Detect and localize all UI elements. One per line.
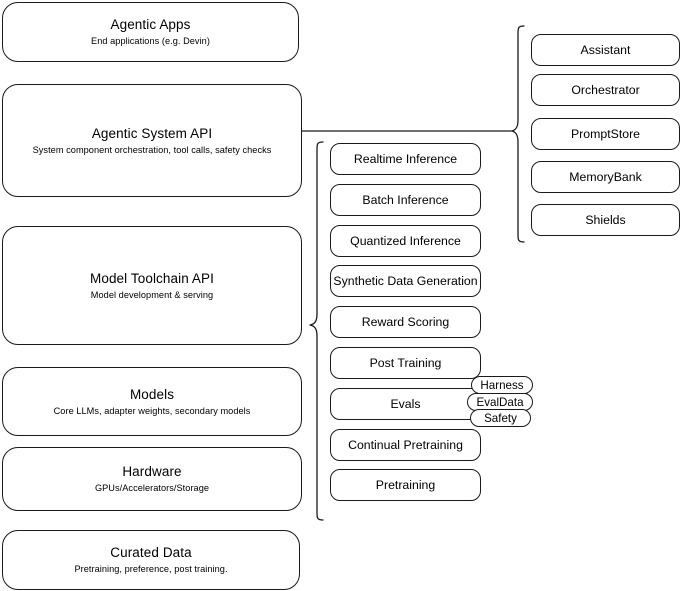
layer-hardware[interactable]: Hardware GPUs/Accelerators/Storage — [2, 447, 302, 511]
capability-label: Continual Pretraining — [348, 437, 463, 452]
layer-models[interactable]: Models Core LLMs, adapter weights, secon… — [2, 367, 302, 436]
component-label: Shields — [585, 212, 626, 227]
layer-subtitle: System component orchestration, tool cal… — [32, 144, 272, 155]
brace-system-components — [510, 24, 528, 244]
component-label: MemoryBank — [569, 169, 642, 184]
capability-quantized-inference[interactable]: Quantized Inference — [330, 225, 481, 257]
layer-curated-data[interactable]: Curated Data Pretraining, preference, po… — [2, 530, 300, 590]
component-label: Orchestrator — [571, 82, 640, 97]
layer-model-toolchain-api[interactable]: Model Toolchain API Model development & … — [2, 226, 302, 345]
layer-agentic-system-api[interactable]: Agentic System API System component orch… — [2, 84, 302, 197]
capability-evals[interactable]: Evals — [330, 388, 481, 420]
capability-label: Quantized Inference — [350, 233, 461, 248]
layer-subtitle: GPUs/Accelerators/Storage — [94, 483, 210, 493]
layer-title: Curated Data — [110, 545, 192, 560]
layer-title: Agentic System API — [91, 125, 213, 141]
layer-subtitle: Model development & serving — [90, 289, 214, 300]
layer-title: Model Toolchain API — [90, 270, 214, 286]
component-orchestrator[interactable]: Orchestrator — [531, 74, 680, 106]
capability-batch-inference[interactable]: Batch Inference — [330, 184, 481, 216]
evals-pill-label: Harness — [480, 378, 524, 392]
capability-post-training[interactable]: Post Training — [330, 347, 481, 379]
layer-subtitle: Core LLMs, adapter weights, secondary mo… — [53, 405, 251, 416]
layer-agentic-apps[interactable]: Agentic Apps End applications (e.g. Devi… — [2, 2, 299, 62]
component-assistant[interactable]: Assistant — [531, 34, 680, 66]
capability-label: Evals — [390, 396, 421, 411]
layer-subtitle: End applications (e.g. Devin) — [91, 36, 210, 46]
capability-label: Post Training — [369, 355, 442, 370]
capability-label: Synthetic Data Generation — [333, 273, 478, 288]
layer-title: Agentic Apps — [110, 17, 191, 32]
capability-realtime-inference[interactable]: Realtime Inference — [330, 143, 481, 175]
capability-pretraining[interactable]: Pretraining — [330, 469, 481, 501]
capability-label: Realtime Inference — [353, 151, 458, 166]
layer-subtitle: Pretraining, preference, post training. — [74, 564, 228, 574]
component-shields[interactable]: Shields — [531, 204, 680, 236]
capability-synthetic-data-generation[interactable]: Synthetic Data Generation — [330, 265, 481, 297]
capability-label: Pretraining — [375, 477, 436, 492]
connector-system-api-to-components — [302, 126, 514, 138]
component-label: PromptStore — [570, 126, 641, 141]
brace-toolchain-capabilities — [308, 140, 326, 522]
evals-pill-safety[interactable]: Safety — [470, 409, 531, 427]
capability-label: Reward Scoring — [361, 314, 450, 329]
component-label: Assistant — [580, 42, 631, 57]
component-promptstore[interactable]: PromptStore — [531, 118, 680, 150]
capability-continual-pretraining[interactable]: Continual Pretraining — [330, 429, 481, 461]
component-memorybank[interactable]: MemoryBank — [531, 161, 680, 193]
layer-title: Hardware — [122, 464, 182, 479]
evals-pill-label: Safety — [484, 411, 517, 425]
capability-reward-scoring[interactable]: Reward Scoring — [330, 306, 481, 338]
layer-title: Models — [129, 386, 175, 402]
evals-pill-harness[interactable]: Harness — [471, 376, 533, 394]
evals-pill-label: EvalData — [476, 395, 524, 409]
capability-label: Batch Inference — [362, 192, 449, 207]
